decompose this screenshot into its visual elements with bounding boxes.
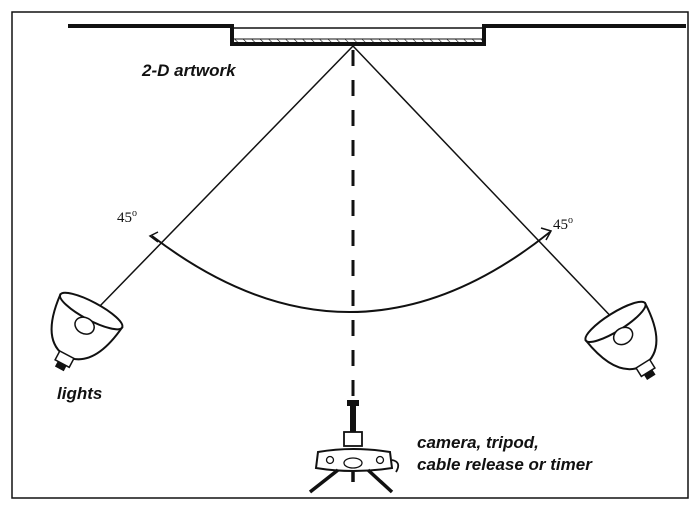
camera-label-line-1: camera, tripod, [417, 433, 539, 452]
right-light-lamp-icon [584, 300, 658, 380]
left-angle-value: 45 [117, 210, 132, 226]
right-angle-label: 45o [553, 215, 573, 234]
right-arc-arrowhead [540, 227, 553, 241]
left-arc-arrowhead [148, 231, 159, 243]
outer-frame [11, 11, 689, 499]
camera-label-line-2: cable release or timer [417, 455, 592, 474]
camera-label: camera, tripod, cable release or timer [417, 432, 592, 476]
right-angle-value: 45 [553, 217, 568, 233]
left-angle-unit: o [132, 208, 137, 219]
angle-arc [151, 231, 551, 313]
artwork-label: 2-D artwork [142, 61, 236, 80]
left-light-lamp-icon [50, 291, 124, 372]
left-light-beam [97, 45, 354, 309]
right-angle-unit: o [568, 215, 573, 226]
lights-label: lights [57, 384, 103, 403]
left-angle-label: 45o [117, 208, 137, 227]
artwork-surface [232, 38, 484, 46]
right-light-beam [352, 45, 621, 327]
camera-tripod-icon [308, 400, 400, 494]
